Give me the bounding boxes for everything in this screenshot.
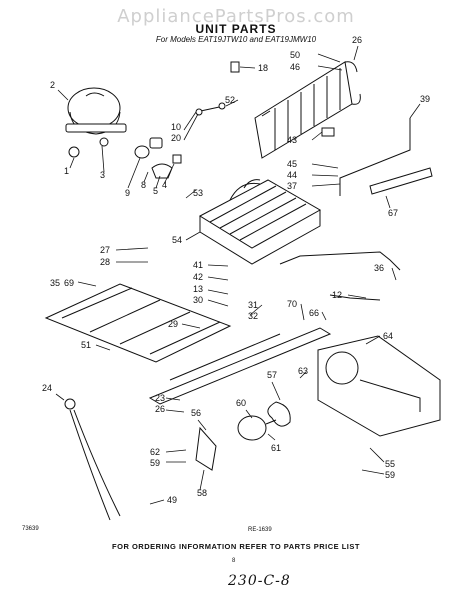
ordering-footer-note: FOR ORDERING INFORMATION REFER TO PARTS … [112,542,360,551]
callout-label: 12 [332,290,342,300]
callout-label: 10 [171,122,181,132]
callout-label: 35 [50,278,60,288]
frame-drawing [44,283,332,405]
callout-label: 30 [193,295,203,305]
callout-label: 2 [50,80,55,90]
page-title: UNIT PARTS [195,22,277,36]
callout-label: 69 [64,278,74,288]
callout-label: 37 [287,181,297,191]
callout-label: 59 [150,458,160,468]
callout-label: 43 [287,135,297,145]
callout-label: 8 [141,180,146,190]
callout-label: 26 [352,35,362,45]
callout-label: 18 [258,63,268,73]
page-number: 8 [232,558,236,564]
callout-label: 53 [193,188,203,198]
wire-harness-drawing [64,398,121,521]
condenser-drawing [254,61,361,159]
callout-label: 3 [100,170,105,180]
callout-label: 20 [171,133,181,143]
callout-label: 55 [385,459,395,469]
callout-label: 31 [248,300,258,310]
evaporator-drawing [198,179,322,265]
callout-label: 45 [287,159,297,169]
relay-parts-drawing [134,61,240,179]
callout-label: 46 [290,62,300,72]
callout-label: 5 [153,186,158,196]
watermark: AppliancePartsPros.com [117,6,355,27]
leader-lines [55,45,421,505]
callout-label: 36 [374,263,384,273]
callout-label: 41 [193,260,203,270]
callout-label: 70 [287,299,297,309]
callout-label: 9 [125,188,130,198]
callout-label: 29 [168,319,178,329]
callout-label: 26 [155,404,165,414]
callout-label: 13 [193,284,203,294]
callout-label: 60 [236,398,246,408]
callout-label: 57 [267,370,277,380]
handwritten-note: 230-C-8 [228,573,291,589]
callout-label: 27 [100,245,110,255]
callout-label: 23 [155,393,165,403]
callout-label: 24 [42,383,52,393]
page-subtitle: For Models EAT19JTW10 and EAT19JMW10 [155,35,317,44]
callout-label: 28 [100,257,110,267]
diagram-code: RE-1639 [248,527,272,533]
fan-motor-drawing [195,401,291,471]
callout-label: 67 [388,208,398,218]
callout-label: 51 [81,340,91,350]
callout-labels: 2 3 1 9 8 5 4 10 20 52 53 18 50 46 26 39… [42,35,430,505]
callout-label: 42 [193,272,203,282]
callout-label: 61 [271,443,281,453]
callout-label: 66 [309,308,319,318]
callout-label: 56 [191,408,201,418]
callout-label: 63 [298,366,308,376]
callout-label: 1 [64,166,69,176]
diagram-code-left: 73639 [22,526,39,532]
callout-label: 4 [162,180,167,190]
tubing-drawing [279,118,433,301]
callout-label: 50 [290,50,300,60]
callout-label: 58 [197,488,207,498]
callout-label: 32 [248,311,258,321]
fan-housing-drawing [317,335,441,437]
compressor-drawing [65,87,127,158]
callout-label: 64 [383,331,393,341]
callout-label: 59 [385,470,395,480]
callout-label: 49 [167,495,177,505]
callout-label: 39 [420,94,430,104]
callout-label: 54 [172,235,182,245]
callout-label: 44 [287,170,297,180]
callout-label: 62 [150,447,160,457]
callout-label: 52 [225,95,235,105]
